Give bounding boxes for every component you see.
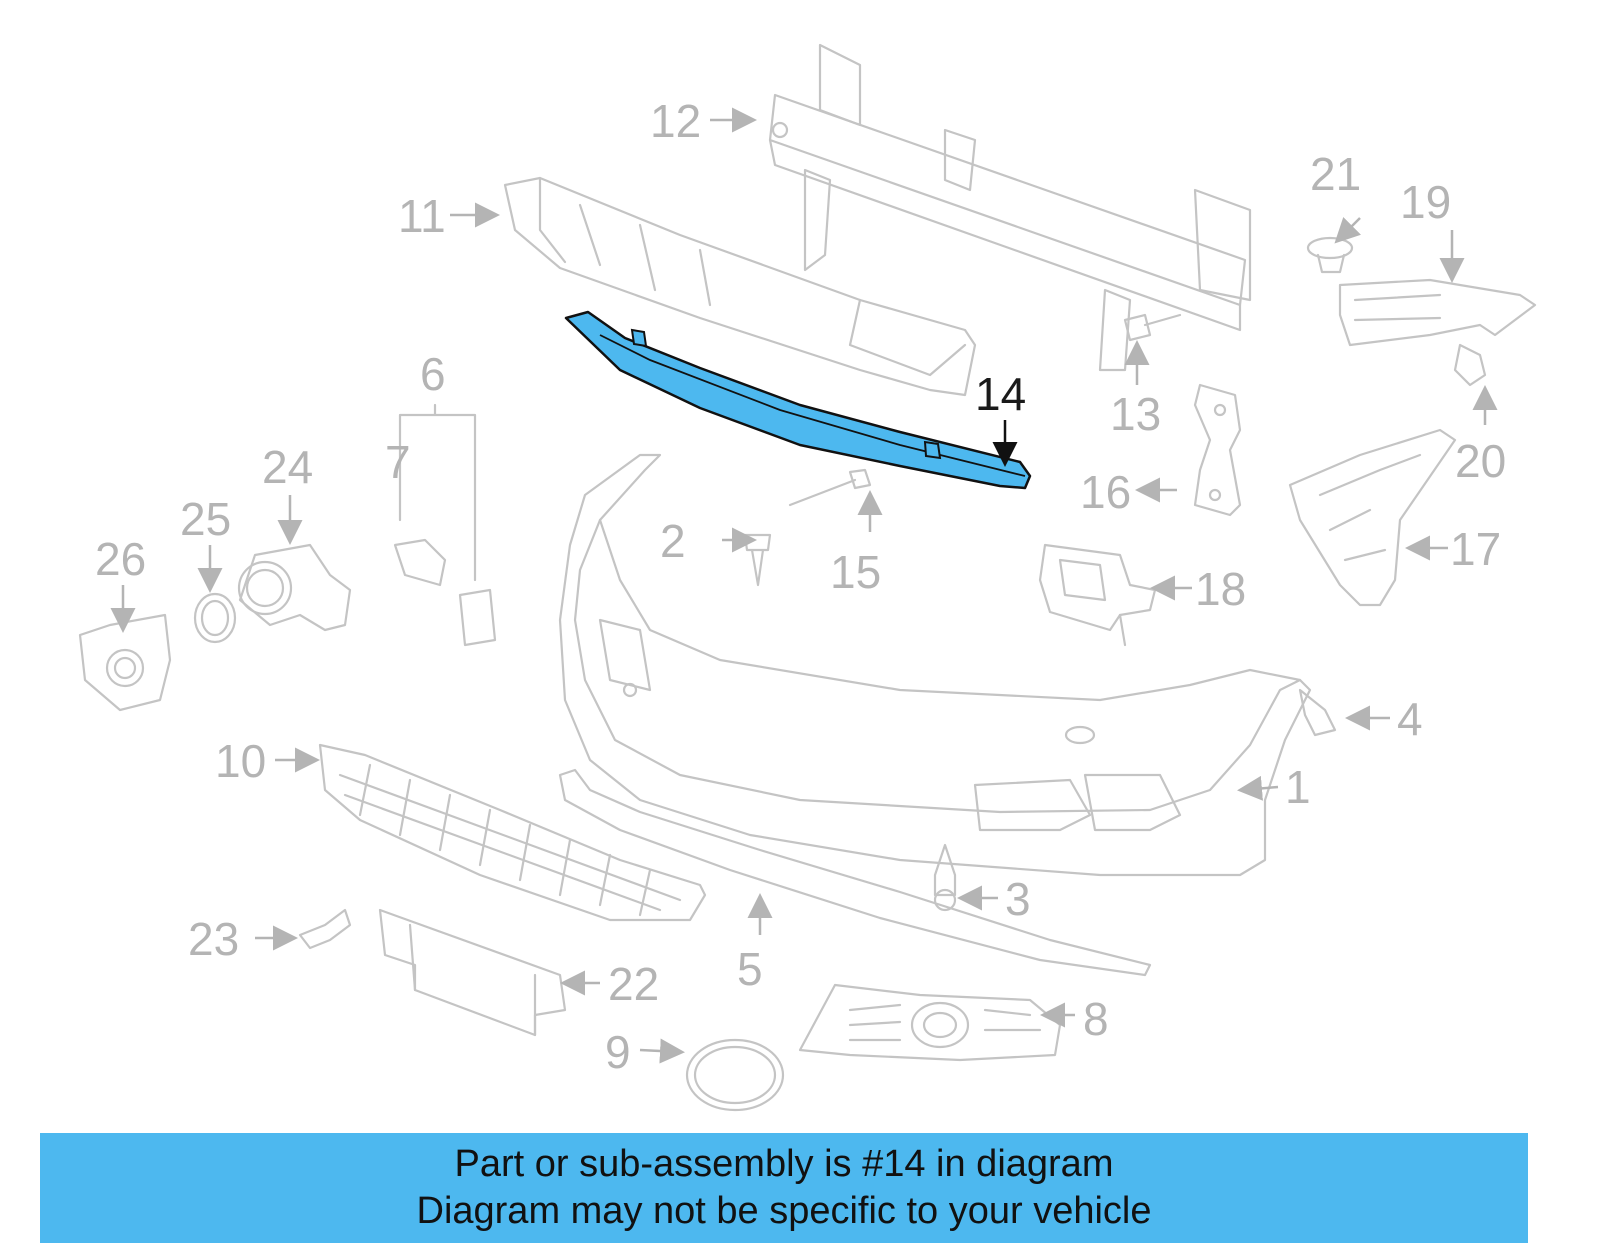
callout-11: 11: [398, 190, 446, 242]
callout-24: 24: [262, 441, 313, 493]
callout-17: 17: [1450, 523, 1501, 575]
callout-18: 18: [1195, 563, 1246, 615]
callout-8: 8: [1083, 993, 1109, 1045]
fog-lamp-18: [1038, 543, 1157, 647]
callout-10: 10: [215, 735, 266, 787]
callout-20: 20: [1455, 435, 1506, 487]
callout-labels: 12 11 21 19 13 20 16 17 18 4 1 3 15 2 5 …: [95, 95, 1506, 1078]
fog-ring-9: [685, 1038, 785, 1112]
callout-2: 2: [660, 515, 686, 567]
callout-22: 22: [608, 958, 659, 1010]
callout-26: 26: [95, 533, 146, 585]
caption-line-2: Diagram may not be specific to your vehi…: [416, 1190, 1152, 1232]
license-bracket-22: [378, 908, 567, 1037]
callout-16: 16: [1080, 466, 1131, 518]
bolt-13: [1123, 313, 1182, 342]
fog-bezel-8: [798, 983, 1062, 1062]
callout-25: 25: [180, 493, 231, 545]
side-guide-19: [1338, 278, 1537, 347]
bracket-16: [1193, 383, 1242, 517]
callout-5: 5: [737, 943, 763, 995]
lower-trim-strip-5: [558, 768, 1152, 977]
energy-absorber-11: [503, 176, 977, 397]
callout-7: 7: [385, 436, 411, 488]
clip-3: [933, 843, 957, 912]
bumper-cover-1: [558, 453, 1312, 877]
callout-4: 4: [1397, 693, 1423, 745]
leader-arrows: [110, 107, 1498, 1064]
callout-13: 13: [1110, 388, 1161, 440]
lower-grille-10: [318, 743, 707, 922]
callout-23: 23: [188, 913, 239, 965]
parts-diagram: 12 11 21 19 13 20 16 17 18 4 1 3 15 2 5 …: [78, 43, 1537, 1112]
callout-9: 9: [605, 1026, 631, 1078]
clip-7: [393, 538, 447, 587]
sensor-24: [237, 543, 352, 632]
caption-banner: Part or sub-assembly is #14 in diagram D…: [40, 1133, 1528, 1243]
screw-20: [1453, 343, 1487, 387]
callout-19: 19: [1400, 176, 1451, 228]
pin-15: [788, 468, 872, 507]
callout-3: 3: [1005, 873, 1031, 925]
callout-1: 1: [1285, 761, 1311, 813]
callout-12: 12: [650, 95, 701, 147]
upper-bracket-14: [564, 310, 1032, 490]
clip-4: [1298, 688, 1337, 737]
push-pin-21: [1306, 236, 1354, 274]
cap-6: [458, 588, 497, 647]
callout-14: 14: [975, 368, 1026, 420]
side-bracket-17: [1288, 428, 1457, 607]
sensor-holder-26: [78, 613, 172, 712]
reinforcement-bar-12: [768, 43, 1252, 372]
sensor-ring-25: [193, 592, 237, 644]
callout-21: 21: [1310, 148, 1361, 200]
screw-2: [743, 533, 772, 587]
callout-6: 6: [420, 348, 446, 400]
callout-15: 15: [830, 546, 881, 598]
caption-line-1: Part or sub-assembly is #14 in diagram: [454, 1143, 1114, 1185]
clip-23: [298, 908, 352, 950]
